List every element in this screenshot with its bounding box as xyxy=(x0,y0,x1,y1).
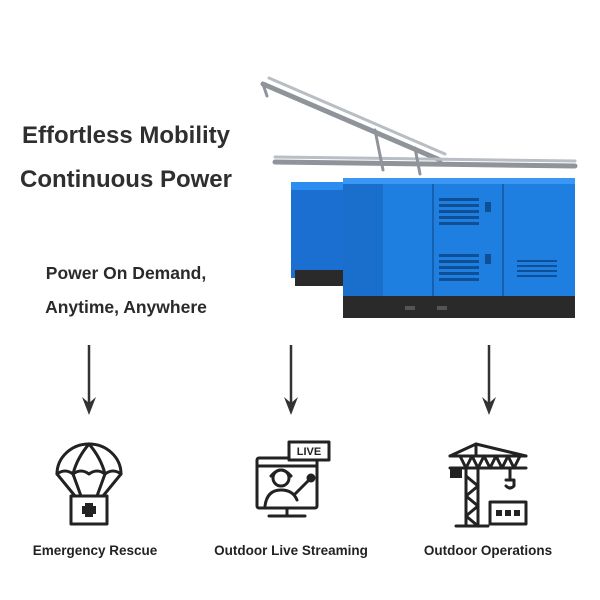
construction-crane-icon xyxy=(448,442,528,528)
vent-grille-lower xyxy=(439,254,479,281)
down-arrow-icon xyxy=(284,345,298,415)
live-streaming-icon xyxy=(255,440,331,518)
down-arrow-icon xyxy=(482,345,496,415)
tagline-line-2: Anytime, Anywhere xyxy=(45,297,207,317)
live-badge: LIVE xyxy=(296,446,322,458)
down-arrow-icon xyxy=(82,345,96,415)
solar-panel-arms xyxy=(260,76,578,176)
parachute-medical-icon xyxy=(55,442,123,526)
generator-front-unit xyxy=(343,178,575,318)
vent-grille-side xyxy=(517,260,557,277)
headline-line-1: Effortless Mobility xyxy=(21,122,231,149)
headline-line-2: Continuous Power xyxy=(20,166,232,193)
mobile-generator-illustration xyxy=(260,76,578,318)
vent-grille-upper xyxy=(439,198,479,225)
use-case-label-emergency-rescue: Emergency Rescue xyxy=(32,543,158,558)
use-case-label-outdoor-operations: Outdoor Operations xyxy=(423,543,553,558)
tagline-line-1: Power On Demand, xyxy=(45,263,207,283)
use-case-label-outdoor-live-streaming: Outdoor Live Streaming xyxy=(214,543,368,558)
